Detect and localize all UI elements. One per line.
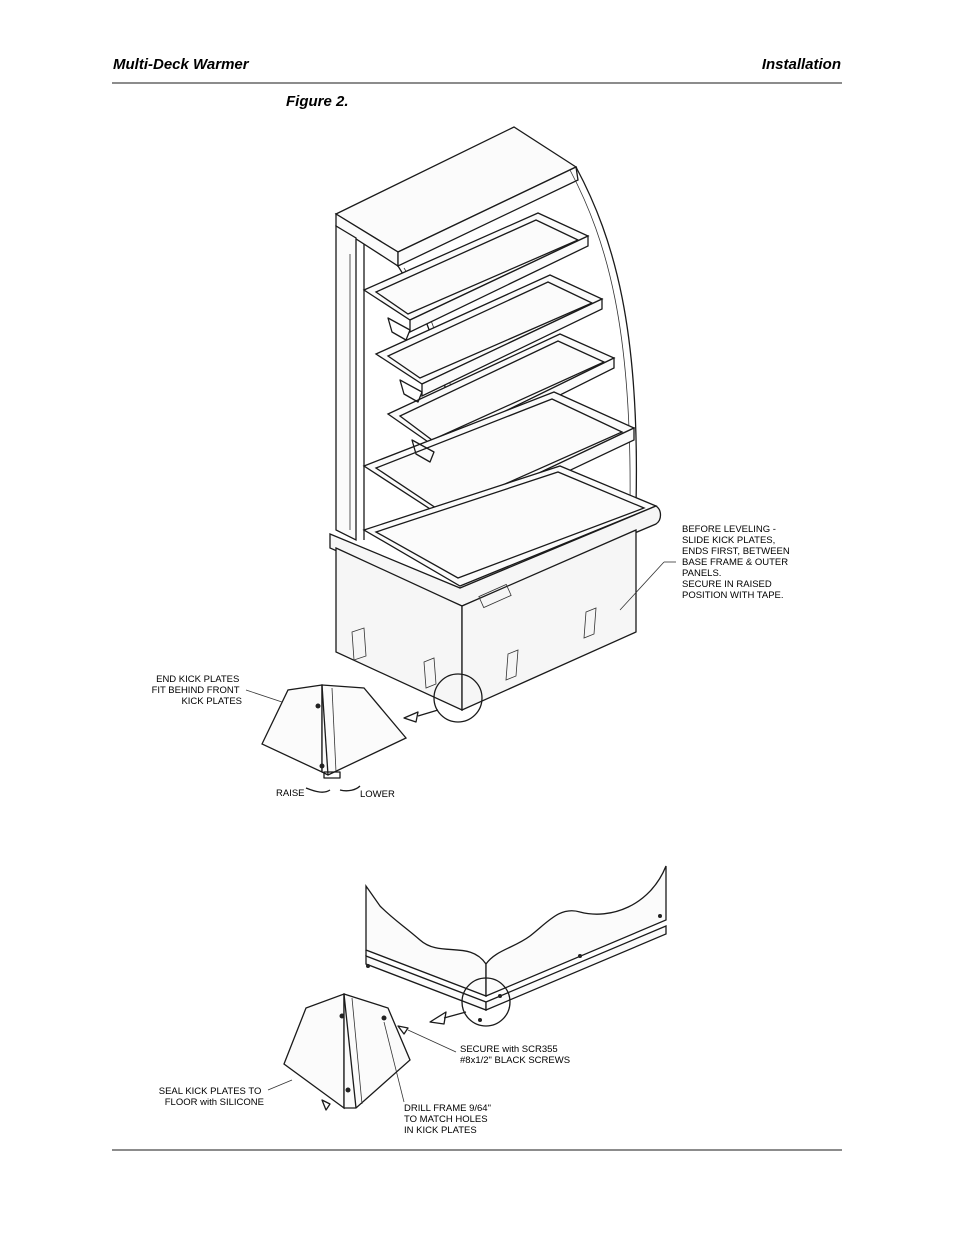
shelf-1 (362, 212, 590, 334)
header-title: Multi-Deck Warmer (113, 56, 249, 73)
callout-before-leveling: BEFORE LEVELING - SLIDE KICK PLATES, END… (682, 524, 792, 601)
cabinet-end-panel (335, 224, 357, 542)
callout-lower: LOWER (360, 789, 395, 800)
detail-circle-leveling-leg (433, 673, 483, 723)
footer-rule (112, 1149, 842, 1151)
callout-seal-kick-plates: SEAL KICK PLATES TO FLOOR with SILICONE (159, 1086, 264, 1108)
kick-plate-side (283, 993, 345, 1110)
callout-end-kick-plates: END KICK PLATES FIT BEHIND FRONT KICK PL… (152, 674, 242, 707)
header-section: Installation (761, 56, 841, 73)
cabinet-end-cutaway (365, 883, 487, 997)
base-front-panel (461, 529, 637, 712)
shelf-2 (374, 274, 604, 398)
glass-front-right-edge (575, 166, 638, 506)
warmer-cabinet-illustration (329, 126, 676, 723)
callout-secure-screws: SECURE with SCR355 #8x1/2" BLACK SCREWS (460, 1044, 570, 1066)
header-rule (112, 82, 842, 84)
detail-circle-corner (461, 977, 511, 1027)
kick-plate-attachment-illustration (267, 865, 667, 1111)
cabinet-front-cutaway (485, 865, 667, 997)
callout-drill-frame: DRILL FRAME 9/64" TO MATCH HOLES IN KICK… (404, 1103, 494, 1136)
lower-arrow (339, 785, 361, 792)
detail-arrow-1 (417, 709, 439, 717)
kick-plate-front (343, 993, 411, 1109)
raise-arrow (305, 787, 331, 793)
cabinet-canopy-front (397, 166, 579, 268)
callout-raise: RAISE (276, 788, 305, 799)
end-kick-plate-detail (245, 684, 408, 793)
figure-caption: Figure 2. (286, 93, 349, 110)
